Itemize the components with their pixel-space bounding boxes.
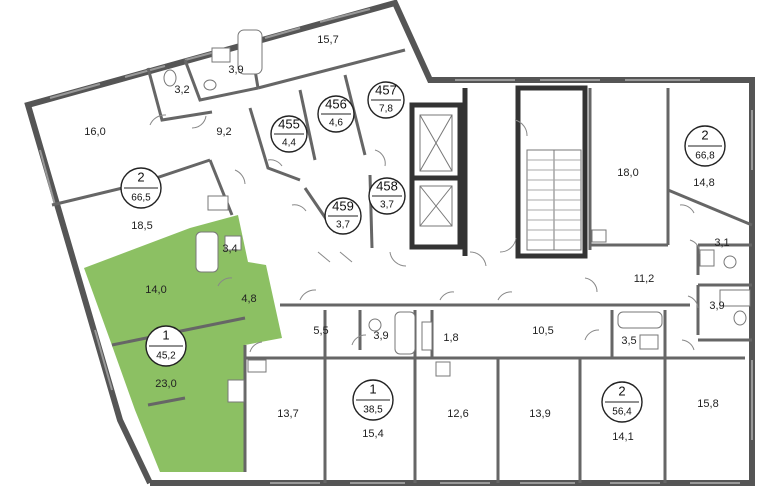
room-area-14-8: 14,8 — [693, 177, 714, 189]
badge-457[interactable]: 457 7,8 — [367, 81, 405, 119]
badge-apartment-2-bottom[interactable]: 2 56,4 — [601, 381, 643, 423]
room-area-4-8: 4,8 — [241, 293, 256, 305]
room-area-3-1: 3,1 — [714, 237, 729, 249]
room-area-1-8: 1,8 — [443, 332, 458, 344]
room-area-14-0: 14,0 — [145, 284, 166, 296]
room-area-10-5: 10,5 — [532, 325, 553, 337]
room-area-18-5: 18,5 — [131, 220, 152, 232]
svg-text:56,4: 56,4 — [612, 407, 632, 418]
room-area-12-6: 12,6 — [447, 408, 468, 420]
badge-458[interactable]: 458 3,7 — [368, 177, 406, 215]
room-area-3-2: 3,2 — [174, 84, 189, 96]
room-area-14-1: 14,1 — [612, 431, 633, 443]
svg-text:455: 455 — [278, 116, 300, 131]
room-area-5-5: 5,5 — [313, 325, 328, 337]
svg-text:7,8: 7,8 — [379, 104, 393, 115]
badge-459[interactable]: 459 3,7 — [324, 197, 362, 235]
badge-apartment-2-right[interactable]: 2 66,8 — [684, 125, 726, 167]
svg-text:2: 2 — [618, 383, 625, 398]
svg-text:456: 456 — [325, 96, 347, 111]
room-area-3-9-mid: 3,9 — [373, 330, 388, 342]
svg-text:1: 1 — [369, 381, 376, 396]
room-area-23-0: 23,0 — [155, 378, 176, 390]
room-area-13-9: 13,9 — [529, 408, 550, 420]
badge-455[interactable]: 455 4,4 — [270, 115, 308, 153]
room-area-3-9-right: 3,9 — [709, 300, 724, 312]
badge-apartment-1-highlighted[interactable]: 1 45,2 — [145, 325, 187, 367]
room-area-15-7: 15,7 — [317, 34, 338, 46]
room-area-9-2: 9,2 — [216, 126, 231, 138]
room-area-3-9-top: 3,9 — [228, 64, 243, 76]
room-area-15-8: 15,8 — [697, 398, 718, 410]
room-labels: 15,7 3,9 3,2 16,0 9,2 18,5 3,4 14,0 4,8 … — [84, 34, 729, 443]
svg-text:66,8: 66,8 — [695, 151, 715, 162]
room-area-16-0: 16,0 — [84, 126, 105, 138]
svg-text:38,5: 38,5 — [363, 405, 383, 416]
badge-456[interactable]: 456 4,6 — [317, 95, 355, 133]
room-area-18-0: 18,0 — [617, 167, 638, 179]
doors — [149, 114, 701, 353]
room-area-15-4: 15,4 — [362, 428, 383, 440]
svg-text:2: 2 — [137, 169, 144, 184]
svg-text:458: 458 — [376, 178, 398, 193]
svg-text:3,7: 3,7 — [380, 200, 394, 211]
room-area-11-2: 11,2 — [634, 273, 655, 285]
staircase — [526, 149, 582, 251]
svg-text:1: 1 — [162, 327, 169, 342]
badges: 457 7,8 456 4,6 455 4,4 458 3,7 459 3,7 — [120, 81, 726, 423]
elevator-shafts — [419, 114, 453, 227]
badge-apartment-2-left[interactable]: 2 66,5 — [120, 167, 162, 209]
bathroom-fixtures — [163, 29, 751, 403]
svg-text:4,4: 4,4 — [282, 138, 296, 149]
svg-text:457: 457 — [375, 82, 397, 97]
svg-text:3,7: 3,7 — [336, 220, 350, 231]
svg-text:45,2: 45,2 — [156, 351, 176, 362]
svg-text:459: 459 — [332, 198, 354, 213]
svg-text:2: 2 — [701, 127, 708, 142]
room-area-3-5: 3,5 — [621, 335, 636, 347]
badge-apartment-1-mid[interactable]: 1 38,5 — [352, 379, 394, 421]
room-area-3-4: 3,4 — [222, 243, 237, 255]
svg-text:4,6: 4,6 — [329, 118, 343, 129]
room-area-13-7: 13,7 — [277, 408, 298, 420]
svg-text:66,5: 66,5 — [131, 193, 151, 204]
